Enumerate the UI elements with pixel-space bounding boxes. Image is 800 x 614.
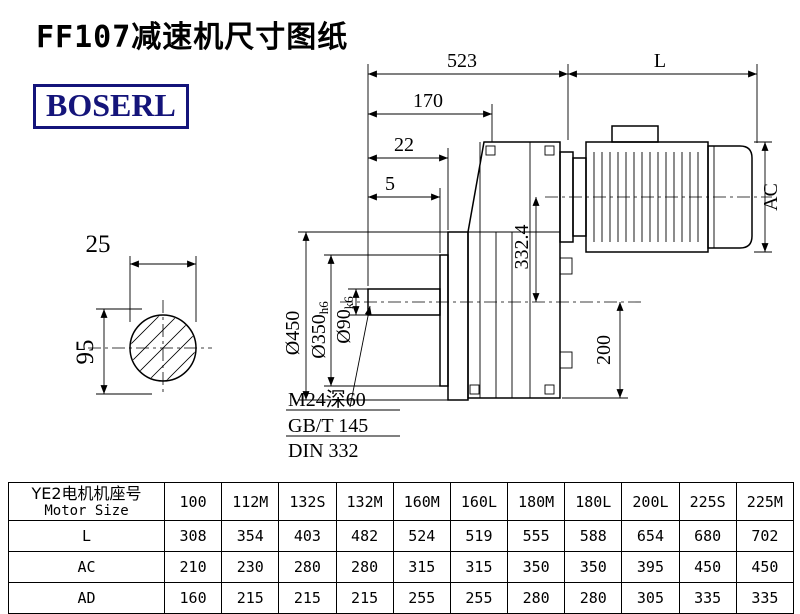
table-cell: 482	[335, 520, 394, 552]
table-cell: 519	[449, 520, 509, 552]
note-gbt: GB/T 145	[288, 415, 368, 437]
table-cell: 395	[621, 551, 680, 583]
note-tap: M24深60	[288, 388, 366, 411]
shaft-end-view: 25 95	[72, 231, 212, 396]
dim-AC: AC	[760, 183, 782, 211]
dim-spigot-diameter: Ø350h6	[308, 301, 331, 359]
header-en: Motor Size	[44, 503, 129, 519]
table-cell: 305	[621, 582, 680, 614]
col-header: 132M	[335, 482, 394, 521]
table-cell: 160	[163, 582, 223, 614]
diameter-dimensions: Ø450 Ø350h6 Ø90k6	[282, 231, 448, 401]
header-cn: YE2电机机座号	[31, 484, 142, 503]
center-lines	[340, 196, 772, 303]
shaft-notes: M24深60 GB/T 145 DIN 332	[286, 305, 400, 462]
dim-flange-diameter: Ø450	[282, 311, 304, 355]
table-cell: 335	[678, 582, 737, 614]
gearbox-side-view	[367, 125, 753, 401]
table-cell: 255	[392, 582, 451, 614]
table-cell: 210	[163, 551, 223, 583]
table-cell: 403	[278, 520, 337, 552]
table-cell: 315	[449, 551, 509, 583]
col-header: 112M	[221, 482, 280, 521]
col-header: 200L	[621, 482, 680, 521]
table-row-AD: AD 160 215 215 215 255 255 280 280 305 3…	[8, 582, 795, 614]
table-cell: 280	[278, 551, 337, 583]
table-cell: 280	[507, 582, 566, 614]
dim-523: 523	[447, 50, 477, 72]
dimension-drawing: 25 95	[72, 50, 782, 462]
note-din: DIN 332	[288, 440, 359, 462]
dim-25: 25	[86, 231, 111, 258]
row-label: L	[8, 520, 165, 552]
table-cell: 450	[678, 551, 737, 583]
table-row-L: L 308 354 403 482 524 519 555 588 654 68…	[8, 520, 795, 552]
col-header: 180L	[564, 482, 623, 521]
table-cell: 680	[678, 520, 737, 552]
motor-size-table: YE2电机机座号 Motor Size 100 112M 132S 132M 1…	[8, 482, 795, 614]
col-header: 132S	[278, 482, 337, 521]
table-cell: 335	[735, 582, 795, 614]
table-cell: 524	[392, 520, 451, 552]
dim-5: 5	[385, 173, 395, 195]
col-header: 100	[163, 482, 223, 521]
col-header: 225M	[735, 482, 795, 521]
table-header-row: YE2电机机座号 Motor Size 100 112M 132S 132M 1…	[8, 482, 795, 521]
table-cell: 654	[621, 520, 680, 552]
col-header: 160M	[392, 482, 451, 521]
section-hatch	[131, 316, 195, 380]
col-header: 225S	[678, 482, 737, 521]
table-cell: 280	[564, 582, 623, 614]
dim-95: 95	[72, 340, 99, 365]
motor-size-header: YE2电机机座号 Motor Size	[8, 482, 165, 521]
table-cell: 588	[564, 520, 623, 552]
col-header: 180M	[507, 482, 566, 521]
top-dimensions: 523 L 170 22 5	[367, 50, 758, 286]
row-label: AC	[8, 551, 165, 583]
table-cell: 555	[507, 520, 566, 552]
table-cell: 702	[735, 520, 795, 552]
dim-shaft-diameter: Ø90k6	[333, 296, 356, 344]
table-cell: 350	[564, 551, 623, 583]
dim-22: 22	[394, 134, 414, 156]
table-cell: 215	[335, 582, 394, 614]
right-dimensions: AC 332.4 200	[511, 141, 782, 399]
table-cell: 215	[278, 582, 337, 614]
table-cell: 215	[221, 582, 280, 614]
dim-332-4: 332.4	[511, 225, 533, 270]
dim-L: L	[654, 50, 666, 72]
table-row-AC: AC 210 230 280 280 315 315 350 350 395 4…	[8, 551, 795, 583]
table-cell: 230	[221, 551, 280, 583]
table-cell: 354	[221, 520, 280, 552]
brand-logo: BOSERL	[33, 84, 189, 129]
col-header: 160L	[449, 482, 509, 521]
table-cell: 280	[335, 551, 394, 583]
dim-170: 170	[413, 90, 443, 112]
table-cell: 255	[449, 582, 509, 614]
row-label: AD	[8, 582, 165, 614]
table-cell: 450	[735, 551, 795, 583]
table-cell: 315	[392, 551, 451, 583]
dim-200: 200	[593, 335, 615, 365]
table-cell: 350	[507, 551, 566, 583]
table-cell: 308	[163, 520, 223, 552]
page-title: FF107减速机尺寸图纸	[36, 20, 349, 55]
